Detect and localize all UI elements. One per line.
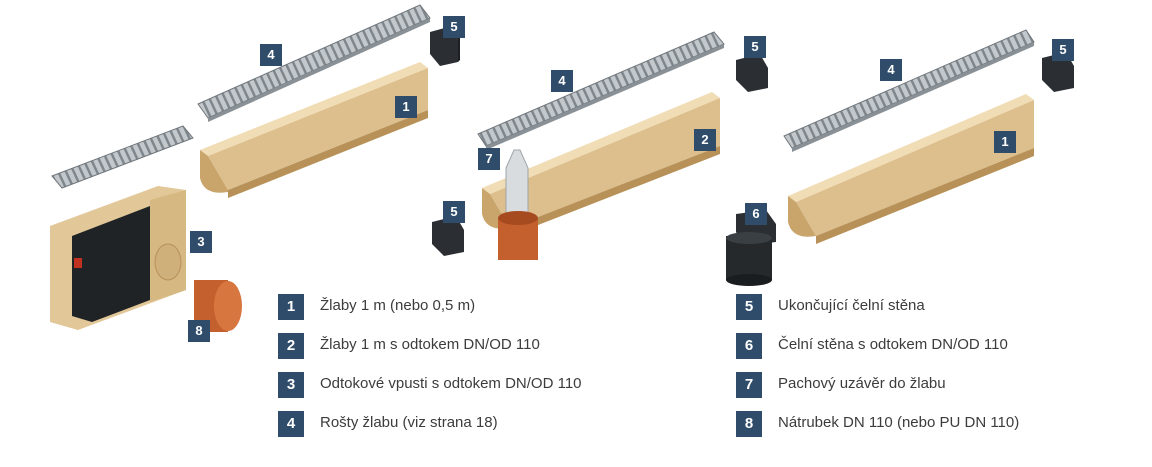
grate-g2 (477, 31, 725, 150)
channel-g2 (482, 92, 720, 236)
callout-g2-end-cap-bottom: 5 (443, 201, 465, 223)
grate-g3 (783, 29, 1035, 152)
grate-g1 (197, 4, 431, 122)
outlet-pipe-g2 (498, 211, 538, 260)
callout-g2-trap: 7 (478, 148, 500, 170)
legend-label: Ukončující čelní stěna (778, 297, 925, 314)
end-cap-bottom-g2 (432, 216, 464, 256)
legend-number: 7 (736, 372, 762, 398)
callout-g1-grate: 4 (260, 44, 282, 66)
legend-label: Rošty žlabu (viz strana 18) (320, 414, 498, 431)
pit-g1 (50, 186, 186, 330)
legend-number: 1 (278, 294, 304, 320)
legend-number: 8 (736, 411, 762, 437)
legend-label: Pachový uzávěr do žlabu (778, 375, 946, 392)
legend-label: Žlaby 1 m (nebo 0,5 m) (320, 297, 476, 314)
end-cap-top-g2 (736, 54, 768, 92)
callout-g1-end-cap: 5 (443, 16, 465, 38)
legend-number: 2 (278, 333, 304, 359)
callout-g3-channel: 1 (994, 131, 1016, 153)
callout-g3-end-cap-outlet: 6 (745, 203, 767, 225)
end-cap-top-g3 (1042, 52, 1074, 92)
legend-label: Nátrubek DN 110 (nebo PU DN 110) (778, 414, 1020, 431)
callout-g3-grate: 4 (880, 59, 902, 81)
callout-g3-end-cap-top: 5 (1052, 39, 1074, 61)
legend-label: Odtokové vpusti s odtokem DN/OD 110 (320, 375, 582, 392)
callout-g2-channel: 2 (694, 129, 716, 151)
channel-g1 (200, 62, 428, 198)
callout-g1-pipe: 8 (188, 320, 210, 342)
legend-label: Čelní stěna s odtokem DN/OD 110 (778, 336, 1008, 353)
small-grate (51, 125, 194, 189)
legend-number: 3 (278, 372, 304, 398)
pipe-g1 (194, 280, 242, 332)
callout-g2-grate: 4 (551, 70, 573, 92)
callout-g2-end-cap-top: 5 (744, 36, 766, 58)
channel-g3 (788, 94, 1034, 244)
legend-label: Žlaby 1 m s odtokem DN/OD 110 (320, 336, 540, 353)
legend-number: 4 (278, 411, 304, 437)
callout-g1-channel: 1 (395, 96, 417, 118)
legend-number: 5 (736, 294, 762, 320)
callout-g1-pit: 3 (190, 231, 212, 253)
legend-number: 6 (736, 333, 762, 359)
trap-g2 (505, 149, 529, 215)
